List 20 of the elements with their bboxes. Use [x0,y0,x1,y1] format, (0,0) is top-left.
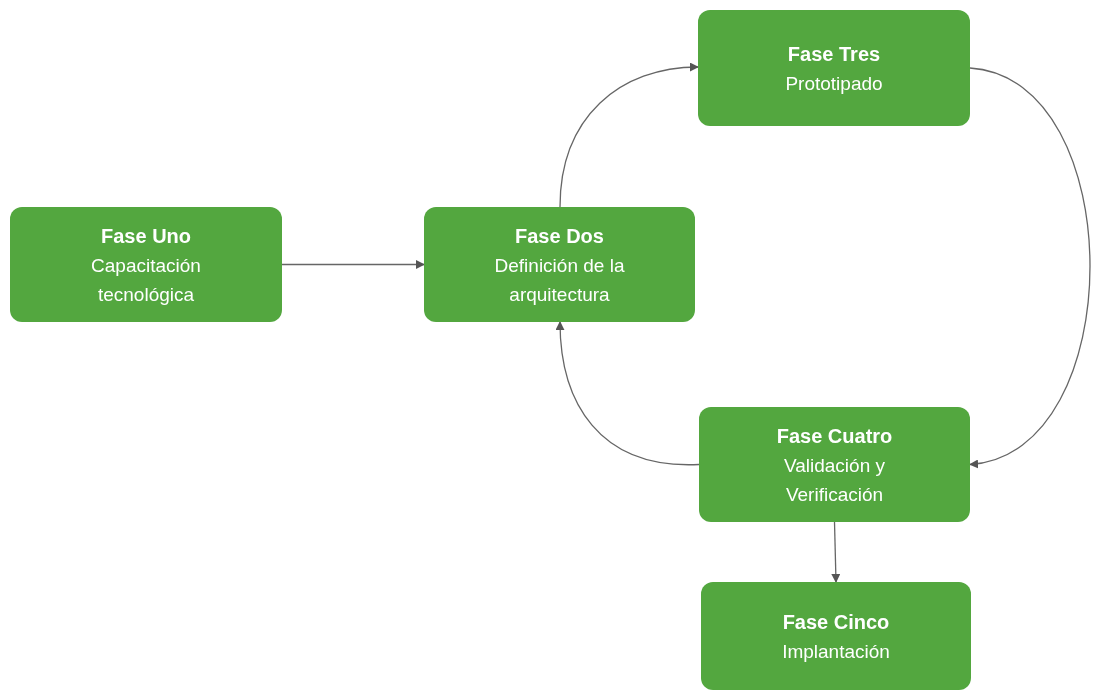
process-box [698,10,970,126]
arrow [969,67,1091,467]
phase-description: Capacitación tecnológica [90,253,202,307]
process-box [699,407,970,522]
phase-description: Prototipado [785,71,883,96]
arrow [281,260,425,269]
process-box [10,207,282,322]
phase-title: Fase Tres [787,41,881,67]
arrow [831,521,841,583]
phase-description: Validación y Verificación [782,453,886,507]
phase-title: Fase Dos [515,223,604,249]
phase-description: Implantación [782,639,890,664]
phase-description: Definición de la arquitectura [493,253,626,307]
phase-title: Fase Cuatro [776,423,893,449]
process-box [701,582,971,690]
phase-title: Fase Uno [101,223,191,249]
arrow [559,62,699,208]
arrow [555,321,700,466]
process-box [424,207,695,322]
phase-title: Fase Cinco [782,609,890,635]
